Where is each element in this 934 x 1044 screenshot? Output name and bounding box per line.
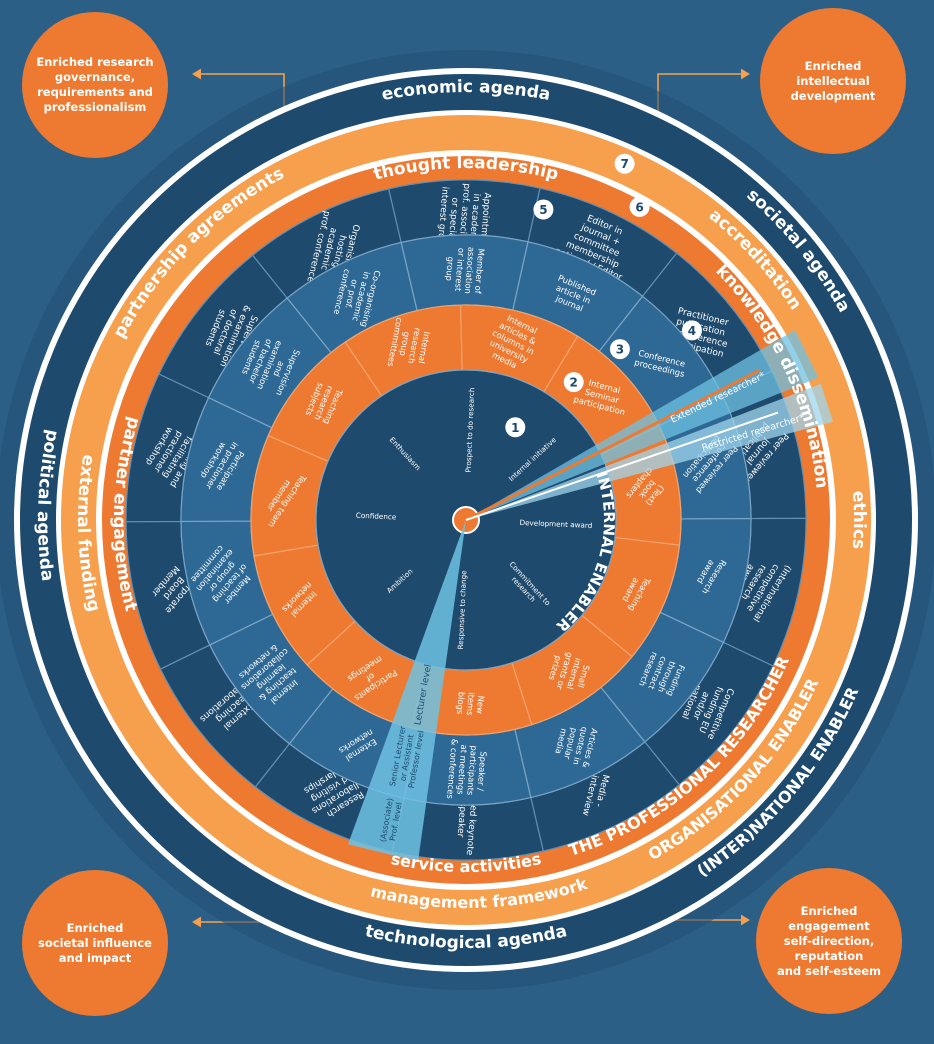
- segments-mid-label: Speaker /participantsat meetings& confer…: [445, 738, 489, 801]
- restricted-researcher-arrow-line: [465, 411, 779, 521]
- flow-chevron: [655, 847, 680, 877]
- flow-chevron: [283, 148, 308, 178]
- extended-researcher-beam: [466, 330, 819, 520]
- core-segment-label: Prospect to do research: [464, 387, 477, 472]
- outcome-societal-circle: Enriched societal influence and impact: [22, 870, 168, 1016]
- outcome-engagement-circle: Enriched engagement self-direction, repu…: [756, 868, 902, 1014]
- outcome-intellectual-circle: Enriched intellectual development: [760, 8, 906, 154]
- flow-chevron: [708, 202, 736, 231]
- marker-2-circle: [563, 372, 584, 393]
- arrowhead-societal: [192, 916, 201, 928]
- core-segment-label: Confidence: [356, 511, 397, 522]
- segments-orange-label: Newitemsblogs: [455, 691, 487, 717]
- marker-6-label: 6: [635, 200, 643, 214]
- core-segment-label: Development award: [519, 518, 592, 530]
- core-segment-label: Responsive to change: [456, 570, 468, 650]
- segments-mid-label: Co-organisingin academicor prof.conferen…: [330, 262, 382, 328]
- marker-5-circle: [533, 199, 554, 220]
- marker-3-label: 3: [616, 343, 624, 357]
- arrowhead-governance: [192, 68, 201, 80]
- marker-4-label: 4: [688, 324, 696, 338]
- outcome-governance-circle: Enriched research governance, requiremen…: [22, 12, 168, 158]
- level-wedge: [348, 520, 466, 862]
- arrowhead-engagement: [741, 914, 750, 926]
- segments-orange-label: Internalarticles &columns inuniversityme…: [482, 310, 545, 375]
- segments-mid-label: Member ofassociationor interestgroup: [443, 245, 486, 295]
- marker-4-circle: [681, 320, 702, 341]
- marker-7-circle: [614, 153, 635, 174]
- flow-chevron: [81, 645, 111, 671]
- marker-2-label: 2: [570, 376, 578, 390]
- marker-5-label: 5: [539, 203, 547, 217]
- ethics-label: ethics: [848, 490, 869, 550]
- arrowhead-intellectual: [741, 68, 750, 80]
- flow-chevron: [76, 287, 106, 312]
- segments-orange-label: Smallinternalgrants orprizes: [545, 648, 594, 696]
- marker-7-label: 7: [620, 157, 628, 171]
- marker-3-circle: [609, 339, 630, 360]
- flow-chevron: [302, 910, 328, 940]
- marker-6-circle: [629, 196, 650, 217]
- marker-1-circle: [505, 417, 526, 438]
- extended-researcher-arrow-line: [465, 368, 761, 522]
- restricted-researcher-beam: [466, 383, 834, 520]
- marker-1-label: 1: [511, 421, 519, 435]
- segments-outer-label: Competitivefunding EUand/ornationalgrant…: [665, 670, 735, 741]
- flow-chevron: [856, 356, 886, 382]
